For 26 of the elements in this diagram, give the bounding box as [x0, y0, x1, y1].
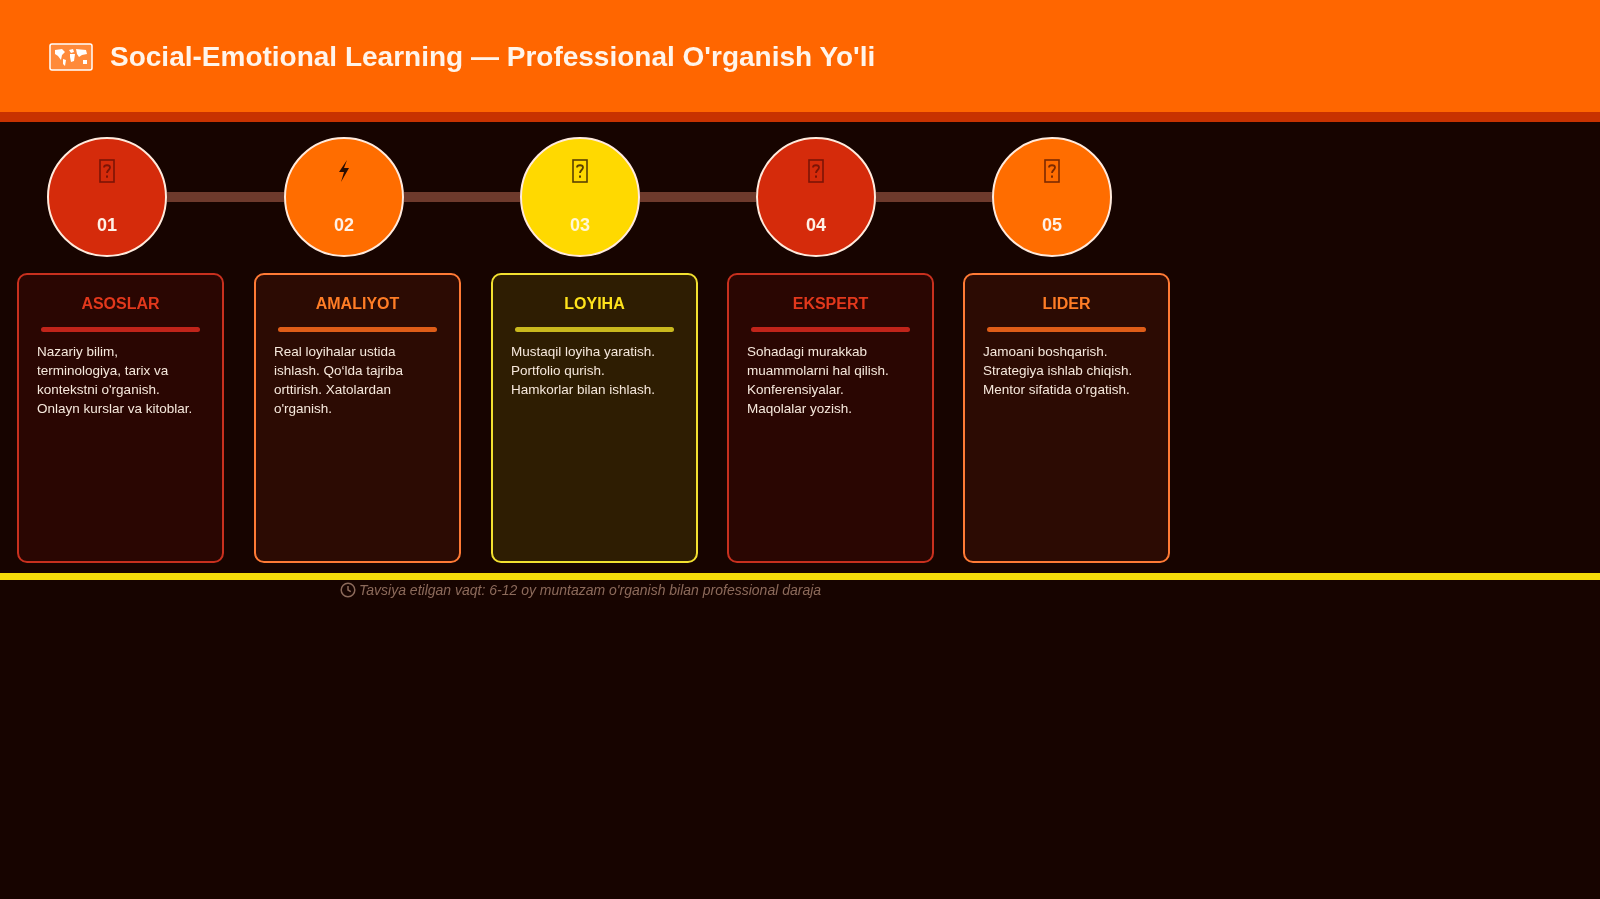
connector-line [404, 192, 520, 202]
footer-note: Tavsiya etilgan vaqt: 6-12 oy muntazam o'rganish bilan professional daraja [359, 581, 822, 600]
connector-line [167, 192, 284, 202]
card-description: Mustaqil loyiha yaratish. Portfolio qurish. Hamkorlar bilan ishlash. [510, 343, 657, 399]
card-description: Sohadagi murakkab muammolarni hal qilish. Konferensiyalar. Maqolalar yozish. [746, 343, 890, 418]
card-title: EKSPERT [792, 294, 869, 314]
card-description: Real loyihalar ustida ishlash. Qo‘lda tajriba orttirish. Xatolardan o'rganish. [273, 343, 405, 418]
card-description: Nazariy bilim, terminologiya, tarix va kontekstni o'rganish. Onlayn kurslar va kitoblar. [36, 343, 194, 418]
connector-line [640, 192, 756, 202]
step-number: 04 [806, 214, 826, 237]
step-number: 05 [1042, 214, 1062, 237]
card-title: AMALIYOT [315, 294, 400, 314]
connector-line [876, 192, 992, 202]
step-number: 02 [334, 214, 354, 237]
card-title: LOYIHA [564, 294, 625, 314]
stage-card [727, 273, 934, 563]
step-number: 01 [97, 214, 117, 237]
page-title: Social-Emotional Learning — Professional O'rganish Yo'li [110, 40, 876, 74]
stage-card [491, 273, 698, 563]
card-description: Jamoani boshqarish. Strategiya ishlab chiqish. Mentor sifatida o'rgatish. [982, 343, 1134, 399]
stage-card [963, 273, 1170, 563]
step-number: 03 [570, 214, 590, 237]
card-title: ASOSLAR [81, 294, 160, 314]
card-title: LIDER [1042, 294, 1091, 314]
stage-card [254, 273, 461, 563]
stage-card [17, 273, 224, 563]
